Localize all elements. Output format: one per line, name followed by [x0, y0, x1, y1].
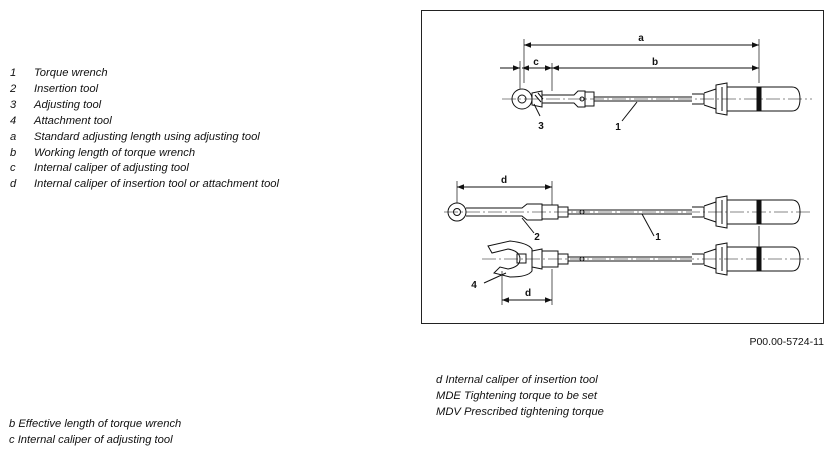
- legend-text: Standard adjusting length using adjustin…: [34, 130, 260, 143]
- legend-item-3: 3 Adjusting tool: [10, 98, 279, 114]
- dim-label-b: b: [652, 57, 658, 68]
- note-line: MDV Prescribed tightening torque: [436, 405, 604, 418]
- note-line: MDE Tightening torque to be set: [436, 389, 597, 402]
- legend-text: Attachment tool: [34, 114, 112, 127]
- legend-key: 1: [10, 67, 17, 79]
- note-line: b Effective length of torque wrench: [9, 418, 182, 430]
- torque-wrench-figure: a c b 3 1 d 2 1 4 d: [421, 10, 824, 324]
- legend-item-4: 4 Attachment tool: [10, 114, 279, 130]
- legend-item-c: c Internal caliper of adjusting tool: [10, 161, 279, 177]
- legend-item-b: b Working length of torque wrench: [10, 146, 279, 162]
- dim-label-a: a: [638, 33, 644, 44]
- notes-right: d Internal caliper of insertion tool MDE…: [436, 373, 604, 420]
- torque-wrench-drawing: a c b 3 1 d 2 1 4 d: [444, 33, 812, 305]
- legend-key: d: [10, 178, 17, 191]
- legend-text: Adjusting tool: [34, 98, 102, 111]
- callout-1-top: 1: [615, 122, 621, 133]
- legend-text: Torque wrench: [34, 67, 108, 79]
- legend-key: b: [10, 146, 17, 159]
- note-line: c Internal caliper of adjusting tool: [9, 433, 173, 446]
- legend-key: a: [10, 130, 17, 143]
- notes-left: b Effective length of torque wrench c In…: [9, 417, 181, 449]
- legend-item-1: 1 Torque wrench: [10, 66, 279, 82]
- callout-3: 3: [538, 121, 544, 132]
- legend-item-a: a Standard adjusting length using adjusti…: [10, 130, 279, 146]
- note-line: d Internal caliper of insertion tool: [436, 374, 598, 386]
- legend-item-2: 2 Insertion tool: [10, 82, 279, 98]
- legend: 1 Torque wrench 2 Insertion tool 3 Adjustin…: [10, 66, 279, 193]
- dim-label-d-bottom: d: [525, 288, 531, 299]
- legend-key: 2: [10, 82, 17, 95]
- callout-1-middle: 1: [655, 232, 661, 243]
- callout-2: 2: [534, 232, 540, 243]
- legend-text: Insertion tool: [34, 82, 99, 95]
- dim-label-d-top: d: [501, 175, 507, 186]
- legend-item-d: d Internal caliper of insertion tool or a…: [10, 177, 279, 193]
- legend-key: 3: [10, 98, 17, 111]
- callout-4: 4: [471, 280, 477, 291]
- legend-text: Internal caliper of insertion tool or at…: [34, 178, 280, 191]
- legend-key: c: [10, 162, 16, 175]
- dim-label-c: c: [533, 57, 539, 68]
- legend-key: 4: [10, 114, 17, 127]
- figure-id: P00.00-5724-11: [749, 336, 824, 348]
- bottom-wrench: [487, 240, 801, 278]
- legend-text: Working length of torque wrench: [34, 146, 196, 159]
- legend-text: Internal caliper of adjusting tool: [34, 162, 189, 175]
